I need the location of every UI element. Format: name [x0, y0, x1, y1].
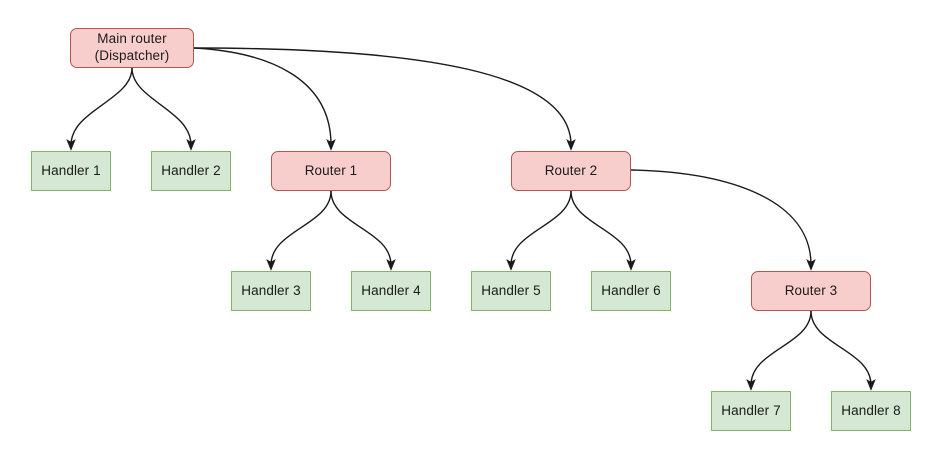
edge-router-2-to-handler-6: [570, 190, 636, 271]
node-label-handler-3: Handler 3: [241, 282, 301, 298]
edge-main-router-to-router-2: [193, 47, 576, 151]
edge-router-2-to-handler-5: [506, 190, 572, 271]
edge-router-1-to-handler-3: [266, 190, 332, 271]
node-label-handler-2: Handler 2: [161, 162, 221, 178]
node-label-handler-8: Handler 8: [841, 402, 901, 418]
edge-router-3-to-handler-7: [746, 310, 812, 391]
edge-main-router-to-handler-1: [66, 67, 133, 151]
node-router-1[interactable]: Router 1: [271, 151, 391, 191]
node-label-router-1: Router 1: [304, 162, 358, 178]
node-label-router-3: Router 3: [784, 282, 838, 298]
node-handler-1[interactable]: Handler 1: [31, 151, 111, 191]
node-handler-6[interactable]: Handler 6: [591, 271, 671, 311]
edge-router-2-to-router-3: [630, 169, 816, 271]
node-label-handler-1: Handler 1: [41, 162, 101, 178]
node-handler-7[interactable]: Handler 7: [711, 391, 791, 431]
node-handler-4[interactable]: Handler 4: [351, 271, 431, 311]
edge-router-1-to-handler-4: [330, 190, 396, 271]
edge-main-router-to-handler-2: [131, 67, 196, 151]
node-handler-3[interactable]: Handler 3: [231, 271, 311, 311]
node-label-router-2: Router 2: [544, 162, 598, 178]
node-main-router[interactable]: Main router (Dispatcher): [70, 28, 194, 68]
edge-main-router-to-router-1: [193, 47, 336, 151]
node-handler-2[interactable]: Handler 2: [151, 151, 231, 191]
node-label-handler-6: Handler 6: [601, 282, 661, 298]
node-router-2[interactable]: Router 2: [511, 151, 631, 191]
node-handler-5[interactable]: Handler 5: [471, 271, 551, 311]
node-label-main-router: Main router (Dispatcher): [94, 31, 170, 63]
node-handler-8[interactable]: Handler 8: [831, 391, 911, 431]
node-router-3[interactable]: Router 3: [751, 271, 871, 311]
edges-group: [66, 47, 876, 391]
node-label-handler-5: Handler 5: [481, 282, 541, 298]
edge-router-3-to-handler-8: [810, 310, 876, 391]
node-label-handler-4: Handler 4: [361, 282, 421, 298]
node-label-handler-7: Handler 7: [721, 402, 781, 418]
